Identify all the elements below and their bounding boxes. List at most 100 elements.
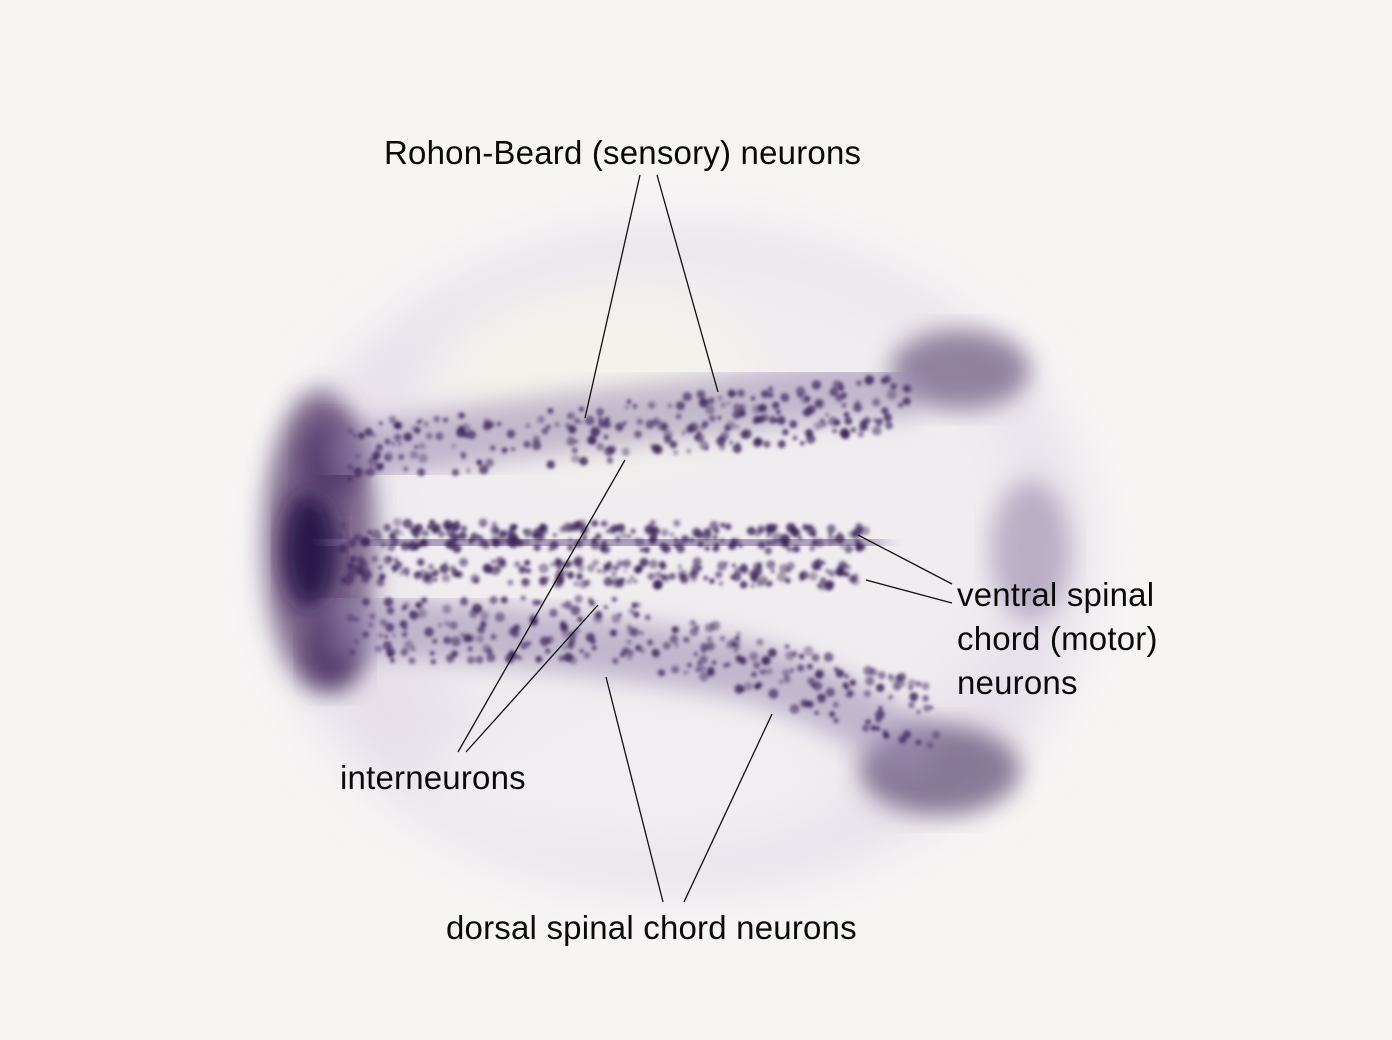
neuron-dot [593, 613, 603, 624]
neuron-dot [489, 595, 498, 605]
neuron-dot [833, 717, 839, 724]
neuron-dot [889, 678, 894, 683]
neuron-dot [850, 426, 857, 433]
neuron-dot [633, 611, 640, 618]
neuron-dot [520, 641, 528, 650]
neuron-dot [547, 545, 554, 552]
neuron-dot [807, 663, 813, 670]
neuron-dot [713, 527, 720, 534]
neuron-dot [811, 539, 818, 546]
neuron-dot [378, 632, 384, 638]
neuron-dot [574, 418, 581, 424]
neuron-dot [705, 404, 715, 415]
neuron-dot [416, 601, 422, 608]
neuron-dot [639, 631, 644, 635]
neuron-dot [387, 543, 396, 552]
neuron-dot [547, 408, 554, 414]
neuron-dot [915, 681, 922, 687]
neuron-dot [579, 406, 584, 412]
neuron-dot [476, 635, 484, 643]
neuron-dot [668, 572, 676, 580]
neuron-dot [897, 672, 907, 682]
neuron-dot [735, 654, 743, 663]
neuron-dot [823, 652, 834, 662]
neuron-dot [835, 393, 844, 402]
neuron-dot [444, 620, 450, 627]
neuron-dot [467, 646, 473, 652]
neuron-dot [539, 636, 550, 647]
neuron-dot [411, 425, 417, 431]
neuron-dot [648, 401, 656, 409]
neuron-dot [525, 423, 530, 428]
neuron-dot [358, 432, 365, 440]
neuron-dot [539, 577, 548, 586]
neuron-dot [782, 541, 789, 549]
neuron-dot [559, 620, 567, 629]
neuron-dot [461, 525, 468, 532]
neuron-dot [420, 529, 427, 537]
neuron-dot [364, 540, 370, 546]
neuron-dot [574, 520, 583, 529]
neuron-dot [872, 398, 881, 407]
neuron-dot [728, 440, 734, 446]
neuron-dot [640, 648, 646, 654]
neuron-dot [604, 416, 610, 422]
neuron-dot [735, 425, 740, 429]
stained-neurons [338, 375, 941, 749]
leader-rb-2 [656, 174, 719, 393]
neuron-dot [371, 529, 381, 540]
neuron-dot [573, 580, 580, 587]
neuron-dot [687, 662, 692, 668]
neuron-dot [571, 447, 578, 454]
neuron-dot [623, 569, 628, 573]
neuron-dot [452, 543, 462, 554]
neuron-dot [570, 605, 581, 616]
neuron-dot [500, 596, 508, 604]
neuron-dot [792, 435, 798, 441]
neuron-dot [616, 523, 626, 533]
neuron-dot [563, 600, 573, 610]
neuron-dot [767, 580, 774, 586]
neuron-dot [602, 540, 607, 544]
neuron-dot [435, 432, 444, 441]
neuron-dot [400, 648, 409, 657]
neuron-dot [477, 535, 484, 542]
neuron-dot [398, 571, 404, 576]
neuron-dot [839, 544, 844, 549]
neuron-dot [490, 633, 497, 640]
neuron-dot [378, 572, 386, 581]
neuron-dot [477, 625, 486, 634]
neuron-dot [709, 578, 715, 584]
neuron-dot [383, 597, 394, 607]
neuron-dot [752, 438, 762, 448]
neuron-dot [863, 690, 871, 698]
neuron-dot [605, 562, 614, 572]
neuron-dot [651, 649, 661, 658]
neuron-dot [433, 415, 441, 423]
neuron-dot [686, 424, 695, 434]
neuron-dot [719, 635, 726, 642]
neuron-dot [567, 544, 574, 551]
neuron-dot [851, 573, 859, 581]
neuron-dot [836, 564, 844, 572]
neuron-dot [829, 711, 835, 718]
neuron-dot [478, 518, 488, 528]
neuron-dot [767, 392, 774, 399]
neuron-dot [711, 660, 717, 665]
neuron-dot [883, 413, 892, 422]
neuron-dot [367, 530, 372, 535]
neuron-dot [427, 563, 435, 571]
neuron-dot [789, 704, 800, 714]
neuron-dot [760, 668, 767, 676]
neuron-dot [724, 425, 731, 432]
neuron-dot [806, 704, 810, 709]
neuron-dot [338, 533, 342, 538]
neuron-dot [535, 655, 543, 663]
neuron-dot [667, 403, 673, 409]
neuron-dot [763, 440, 771, 448]
neuron-dot [693, 651, 698, 657]
neuron-dot [682, 392, 692, 402]
neuron-dot [849, 679, 856, 686]
neuron-dot [538, 563, 549, 574]
neuron-dot [907, 678, 916, 688]
